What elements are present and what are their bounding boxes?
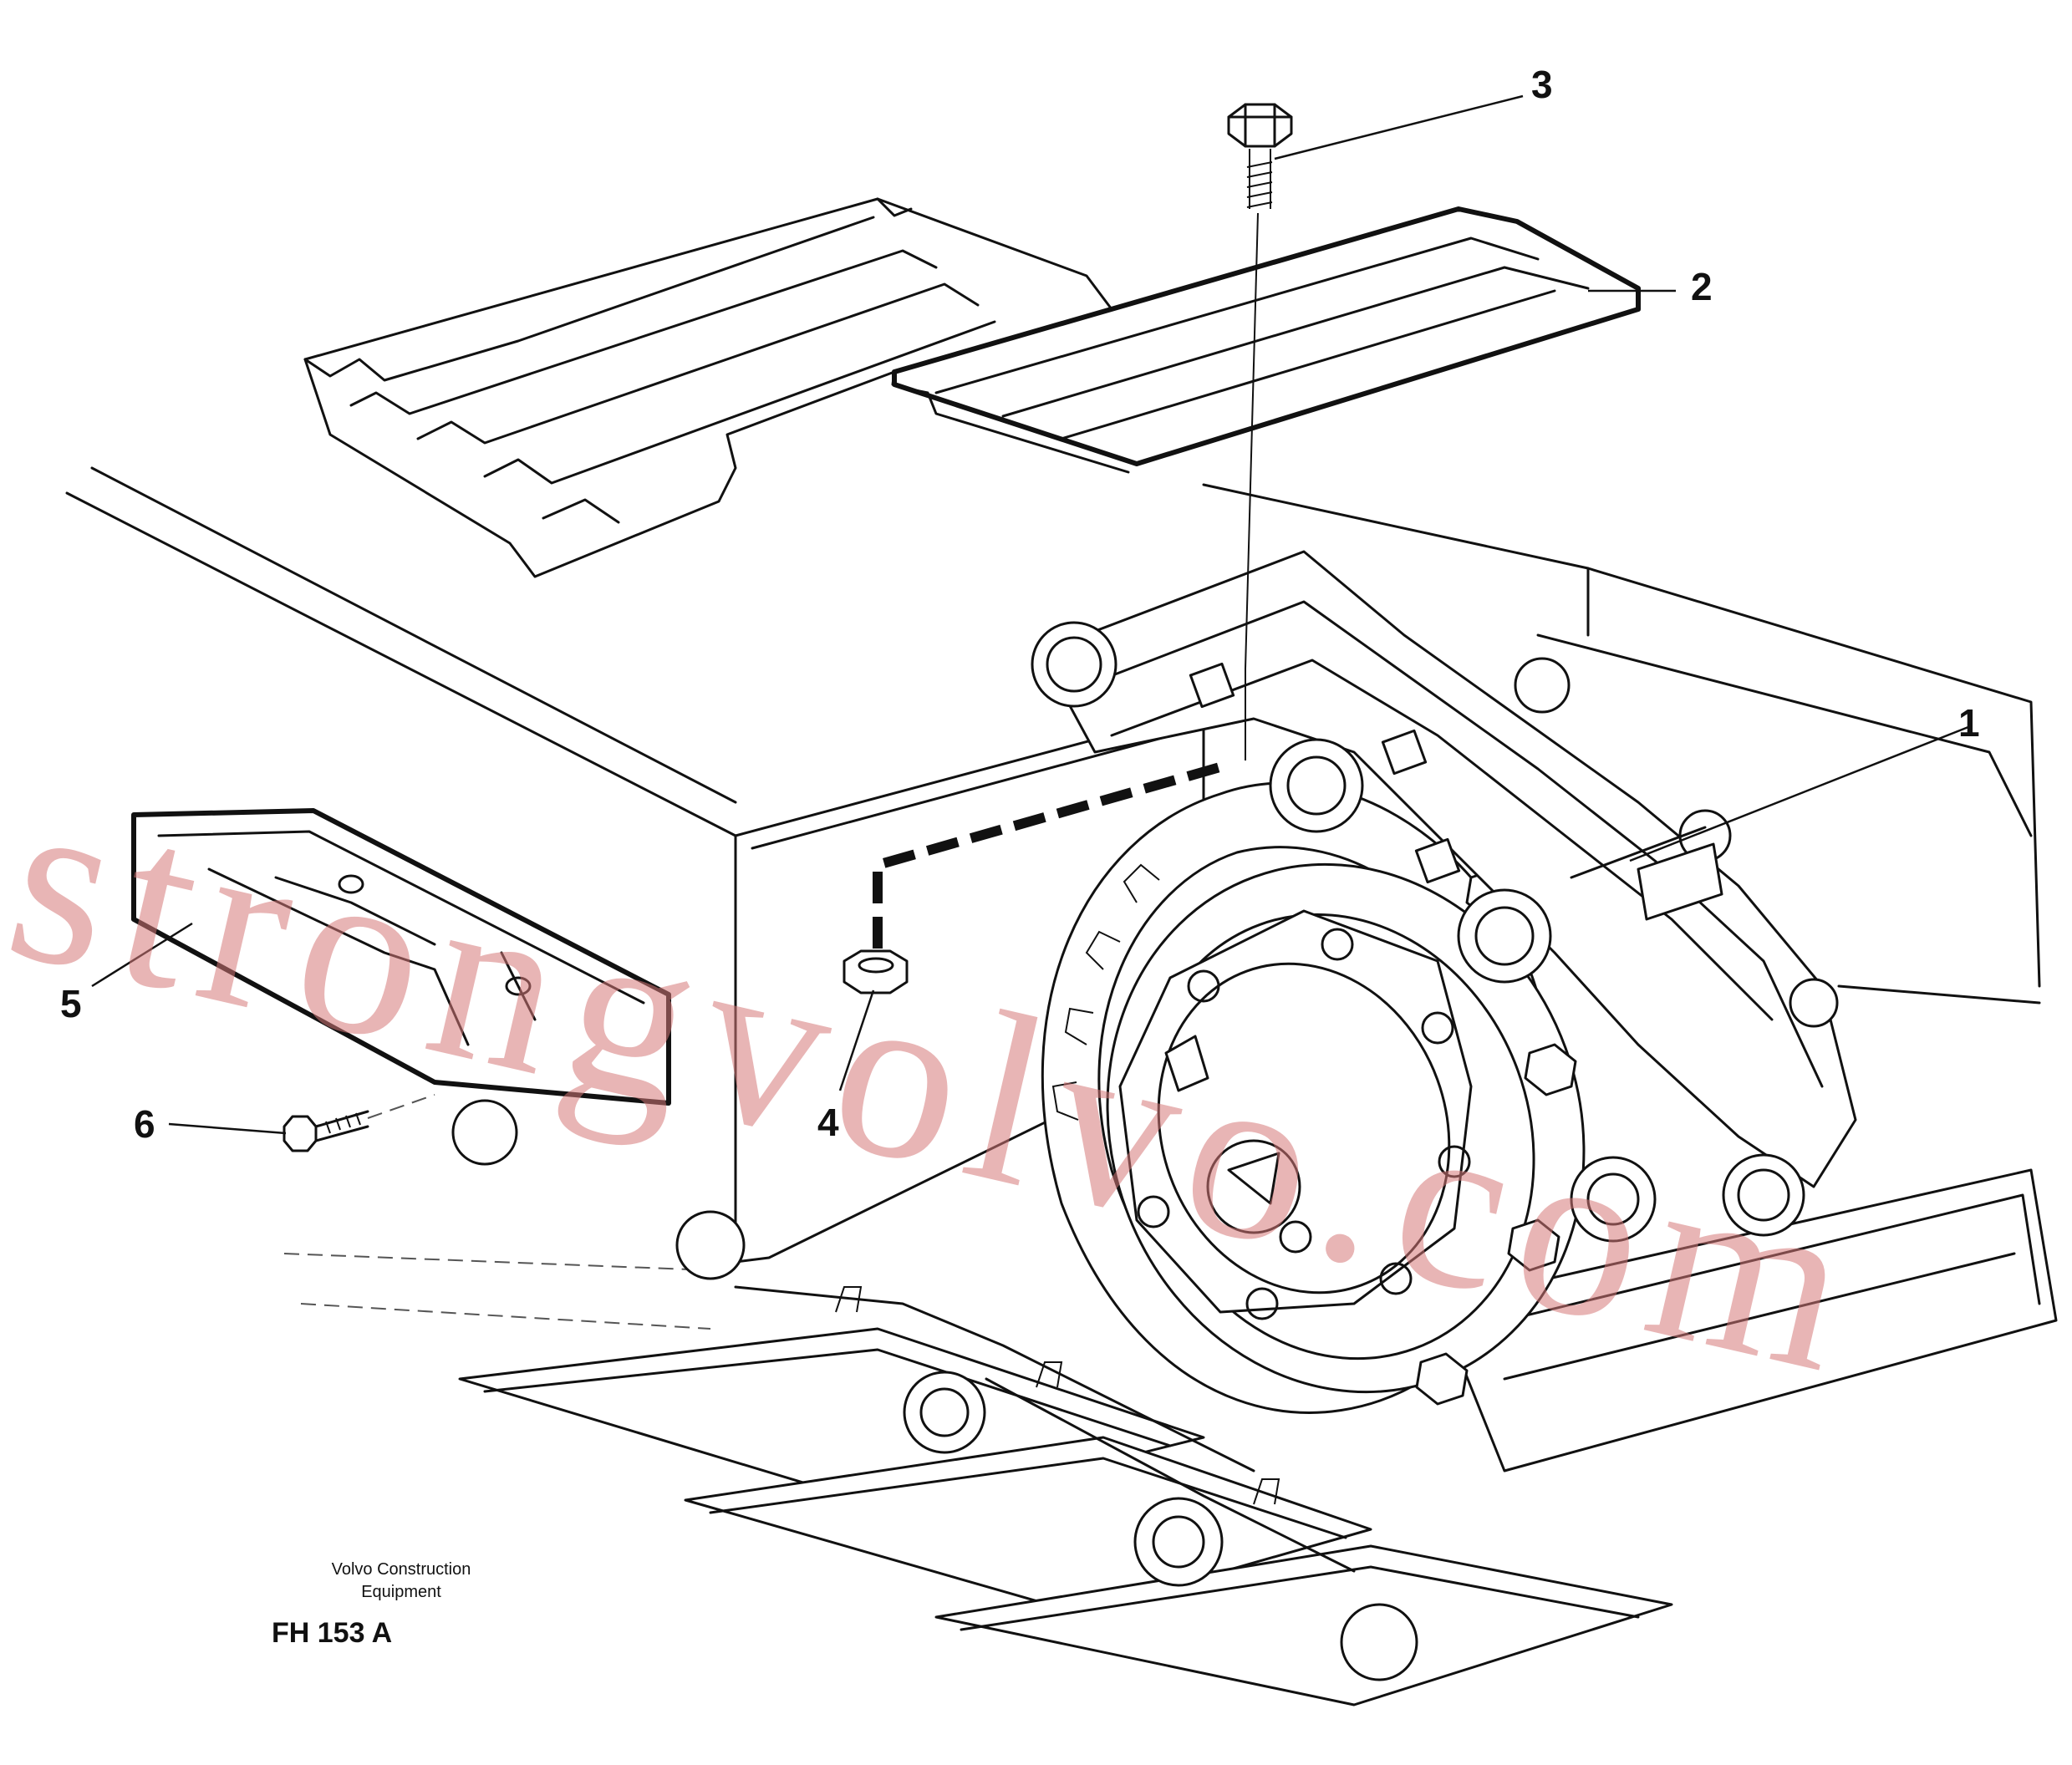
leader-1 xyxy=(1629,725,1969,862)
brand-line-2: Equipment xyxy=(361,1583,441,1601)
brand-caption: Volvo Construction Equipment xyxy=(293,1559,510,1604)
track-chain xyxy=(1031,550,1857,1243)
bolt-part-3 xyxy=(1227,103,1293,669)
crawler-frame xyxy=(65,466,2041,1264)
leader-4 xyxy=(838,989,875,1091)
callout-2: 2 xyxy=(1691,265,1713,308)
brand-line-1: Volvo Construction xyxy=(331,1560,471,1579)
nut-part-4 xyxy=(843,669,1246,994)
leader-3 xyxy=(1274,94,1524,160)
leader-5 xyxy=(91,922,193,988)
final-drive-hub xyxy=(1106,862,1586,1406)
guard-bracket-part-5 xyxy=(131,808,671,1106)
track-shoe-part-2 xyxy=(891,206,1641,474)
callout-6: 6 xyxy=(134,1102,155,1146)
track-shoe-plates-upper xyxy=(303,197,1113,578)
lower-chain-rollers xyxy=(451,1099,1418,1681)
screw-part-6 xyxy=(283,1094,435,1152)
track-shoe-plates-lower xyxy=(283,1168,2058,1707)
callout-4: 4 xyxy=(817,1101,839,1144)
leader-lines xyxy=(91,94,1969,1135)
figure-code: FH 153 A xyxy=(272,1617,393,1649)
callout-5: 5 xyxy=(60,982,82,1025)
callout-3: 3 xyxy=(1531,63,1553,106)
leader-6 xyxy=(168,1122,287,1135)
callout-1: 1 xyxy=(1958,701,1980,745)
